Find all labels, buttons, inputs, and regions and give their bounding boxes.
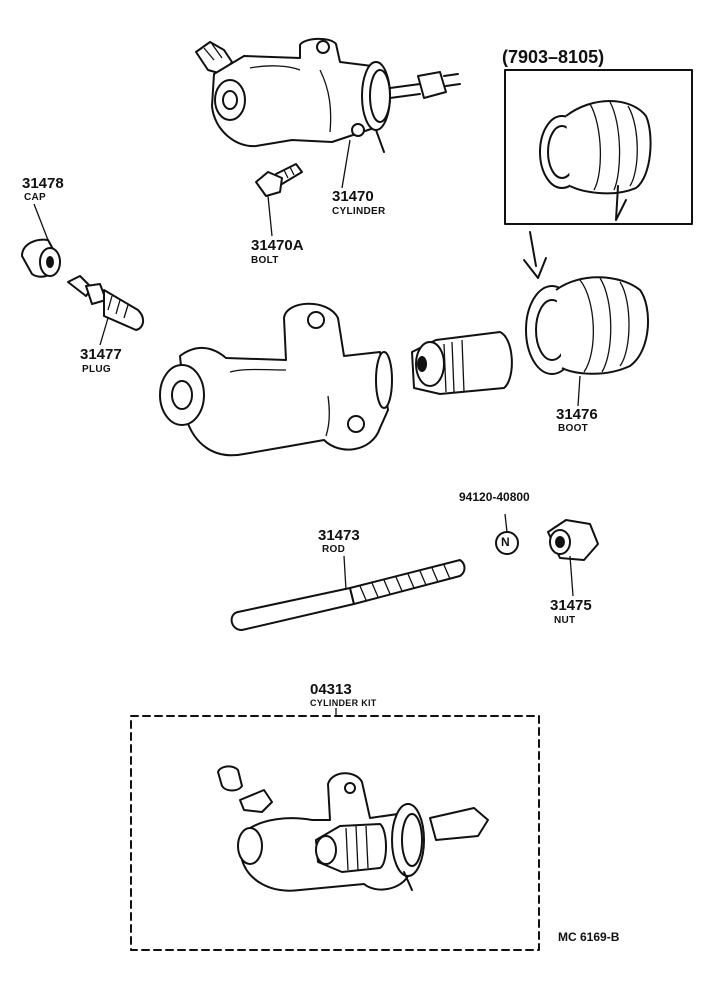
plug-part-number: 31477 xyxy=(80,346,122,363)
cap-part-name: CAP xyxy=(24,192,47,203)
piston-drawing xyxy=(411,331,513,395)
sheet-code: MC 6169-B xyxy=(558,930,620,944)
kit-box xyxy=(130,715,540,951)
boot-part-number: 31476 xyxy=(556,406,598,423)
leader-bolt xyxy=(267,195,273,237)
cylinder-part-name: CYLINDER xyxy=(332,206,386,217)
boot-drawing xyxy=(525,276,649,375)
cap-part-number: 31478 xyxy=(22,175,64,192)
std-nut-part-number: 94120-40800 xyxy=(459,490,530,504)
boot-part-name: BOOT xyxy=(558,423,589,434)
leader-rod xyxy=(343,555,347,591)
plug-part-name: PLUG xyxy=(82,364,111,375)
bolt-part-name: BOLT xyxy=(251,255,279,266)
kit-part-number: 04313 xyxy=(310,681,352,698)
plug-drawing xyxy=(67,275,144,331)
leader-lines xyxy=(33,139,581,716)
rod-part-name: ROD xyxy=(322,544,346,555)
bolt-part-number: 31470A xyxy=(251,237,304,254)
nut-part-name: NUT xyxy=(554,615,576,626)
bolt-drawing xyxy=(255,163,303,197)
leader-boot xyxy=(577,375,581,407)
leader-nut xyxy=(569,555,574,597)
boot-variant-range: (7903–8105) xyxy=(502,47,605,67)
leader-plug xyxy=(99,317,109,346)
cap-drawing xyxy=(21,238,61,278)
kit-part-name: CYLINDER KIT xyxy=(310,698,377,708)
nut-drawing xyxy=(495,519,599,561)
leader-std-nut xyxy=(504,513,508,533)
top-cylinder-assembly xyxy=(195,37,461,153)
leader-cylinder xyxy=(341,139,351,189)
nut-part-number: 31475 xyxy=(550,597,592,614)
leader-cap xyxy=(33,203,49,241)
std-part-symbol: N xyxy=(501,535,510,549)
boot-variant-box xyxy=(504,69,693,225)
boot-variant-arrow xyxy=(523,231,547,279)
rod-drawing xyxy=(230,559,466,631)
cylinder-part-number: 31470 xyxy=(332,188,374,205)
rod-part-number: 31473 xyxy=(318,527,360,544)
main-cylinder-drawing xyxy=(159,302,393,457)
